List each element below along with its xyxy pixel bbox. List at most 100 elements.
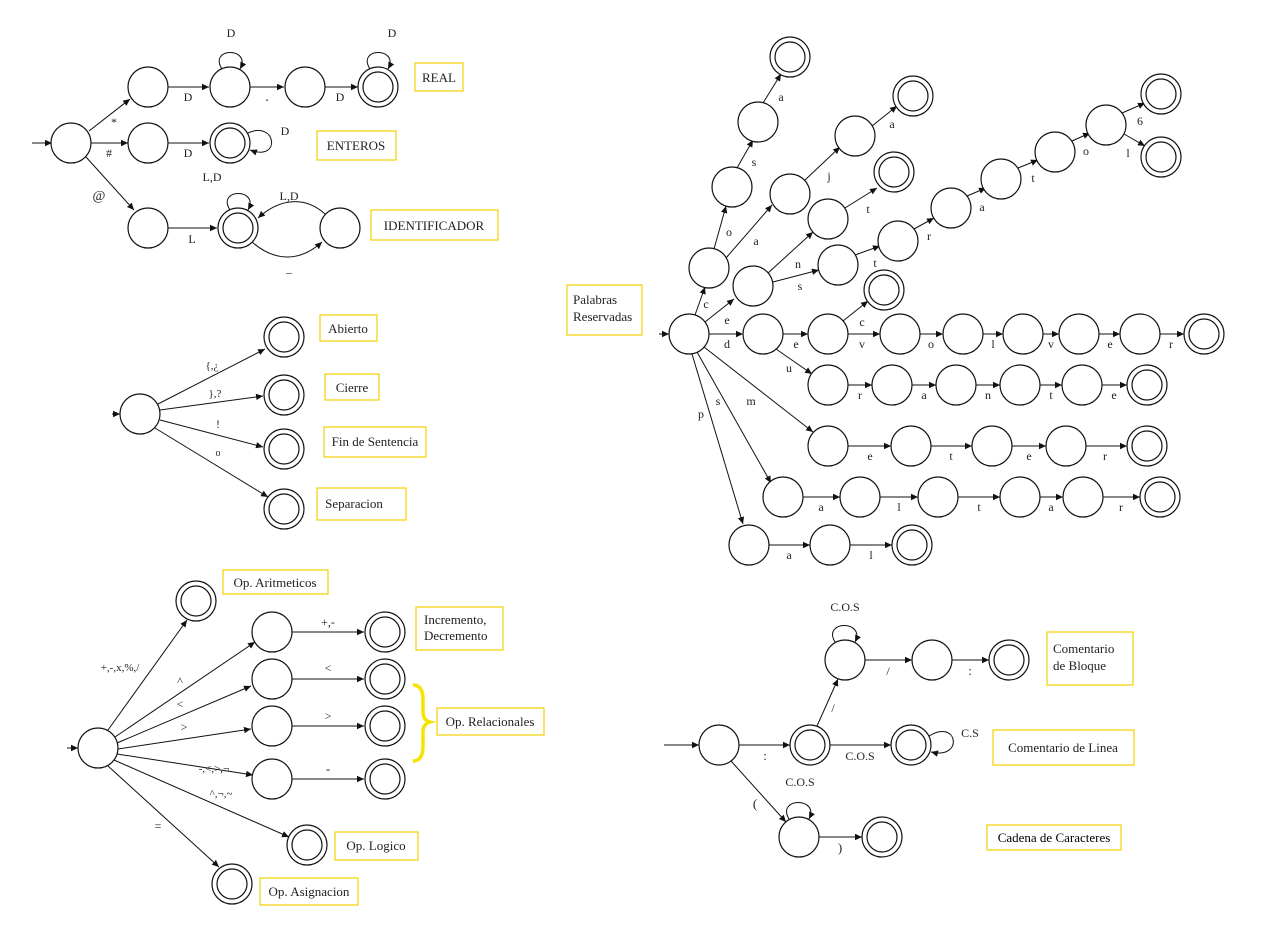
box-separacion <box>316 487 407 521</box>
label-pr-e: e <box>724 313 729 327</box>
state-id-2 <box>319 207 361 249</box>
label-at: @ <box>93 189 106 204</box>
state-pr-dura <box>935 364 977 406</box>
state-start-separators <box>119 393 161 435</box>
box-cierre <box>324 373 380 401</box>
label-pr-j: j <box>826 169 830 183</box>
label-pr-r: r <box>927 229 931 243</box>
state-cm-block-2 <box>911 639 953 681</box>
label-op-caret: ^ <box>177 674 183 688</box>
label-op-eq: = <box>155 819 162 833</box>
state-pr-est <box>877 220 919 262</box>
label-pr-t3: t <box>1031 171 1035 185</box>
box-abierto <box>319 314 378 342</box>
text-op-asignacion: Op. Asignacion <box>269 884 350 899</box>
state-pr-devo <box>942 313 984 355</box>
label-pr-e2: e <box>793 337 798 351</box>
label-pr-s2: s <box>752 155 757 169</box>
state-pr-mete <box>1045 425 1087 467</box>
label-pr-c: c <box>703 297 708 311</box>
text-palabras-1: Palabras <box>573 292 617 307</box>
text-real: REAL <box>422 70 456 85</box>
reserved-words-automaton: Palabras Reservadas c o s a a j a e n <box>566 36 1225 566</box>
label-pr-e5: e <box>867 449 872 463</box>
label-pr-n: n <box>795 257 801 271</box>
label-pr-l3: l <box>897 500 901 514</box>
state-pr-m <box>807 425 849 467</box>
label-pr-s: s <box>716 394 721 408</box>
state-pr-co <box>711 166 753 208</box>
label-sep-o: o <box>216 448 221 459</box>
state-pr-durant <box>1061 364 1103 406</box>
text-incremento-1: Incremento, <box>424 612 486 627</box>
label-pr-t4: t <box>1049 388 1053 402</box>
numbers-automaton: * # @ D D . D D REAL D D ENTEROS L <box>32 26 499 275</box>
box-comentario-linea <box>992 729 1135 766</box>
text-comentario-bloque-2: de Bloque <box>1053 658 1106 673</box>
state-pr-en <box>807 198 849 240</box>
text-enteros: ENTEROS <box>327 138 386 153</box>
label-cm-close: ) <box>838 840 842 855</box>
separators-automaton: {,¿ },? ! o Abierto Cierre Fin de Senten… <box>112 314 427 530</box>
label-pr-v2: v <box>1048 337 1054 351</box>
label-pr-t2: t <box>873 256 877 270</box>
label-real-dot: . <box>265 90 269 105</box>
label-sep-close: },? <box>209 388 222 400</box>
label-pr-r3: r <box>858 388 862 402</box>
state-pr-estra <box>980 158 1022 200</box>
label-pr-t5: t <box>949 449 953 463</box>
label-pr-e4: e <box>1111 388 1116 402</box>
state-real-1 <box>127 66 169 108</box>
state-pr-c <box>688 247 730 289</box>
text-op-aritmeticos: Op. Aritmeticos <box>233 575 316 590</box>
box-incremento <box>415 606 504 651</box>
label-pr-d: d <box>724 337 730 351</box>
state-pr-devolv <box>1058 313 1100 355</box>
state-start-reserved <box>668 313 710 355</box>
state-pr-devolve <box>1119 313 1161 355</box>
label-ent-d: D <box>184 146 193 160</box>
label-pr-a4: a <box>979 200 985 214</box>
label-op-lt: < <box>177 697 184 711</box>
label-pr-n2: n <box>985 388 991 402</box>
state-cm-string <box>778 816 820 858</box>
label-pr-a: a <box>778 90 784 104</box>
label-pr-a8: a <box>786 548 792 562</box>
label-cm-loop2: C.O.S <box>785 775 814 789</box>
label-real-loop1: D <box>227 26 236 40</box>
box-enteros <box>316 130 397 161</box>
label-pr-v: v <box>859 337 865 351</box>
label-pr-r5: r <box>1119 500 1123 514</box>
state-pr-e <box>732 265 774 307</box>
text-op-relacionales: Op. Relacionales <box>446 714 535 729</box>
label-real-loop2: D <box>388 26 397 40</box>
state-pr-dev <box>879 313 921 355</box>
text-op-logico: Op. Logico <box>346 838 405 853</box>
state-ent-1 <box>127 122 169 164</box>
label-sep-open: {,¿ <box>206 360 219 372</box>
label-id-loop: L,D <box>203 170 222 184</box>
state-start-operators <box>77 727 119 769</box>
label-pr-r4: r <box>1103 449 1107 463</box>
label-cm-loop1: C.O.S <box>830 600 859 614</box>
label-id-l: L <box>188 232 195 246</box>
label-op-dash: - <box>326 761 330 776</box>
state-pr-estrato <box>1085 104 1127 146</box>
label-cm-paren: ( <box>753 796 757 811</box>
label-cm-cs: C.S <box>961 726 979 740</box>
state-real-3 <box>284 66 326 108</box>
state-real-2 <box>209 66 251 108</box>
label-pr-o: o <box>726 225 732 239</box>
state-pr-sal <box>917 476 959 518</box>
state-pr-es <box>817 244 859 286</box>
text-cadena-caracteres: Cadena de Caracteres <box>998 830 1111 845</box>
label-pr-l2: l <box>991 337 995 351</box>
state-op-lt-1 <box>251 658 293 700</box>
state-start-comments <box>698 724 740 766</box>
text-comentario-bloque-1: Comentario <box>1053 641 1114 656</box>
operators-automaton: +,-,x,%,/ ^ < > -,<,>,¬ ^,¬,~ = +,- < > … <box>67 569 545 906</box>
state-pr-caj <box>834 115 876 157</box>
state-pr-salt <box>999 476 1041 518</box>
text-identificador: IDENTIFICADOR <box>384 218 485 233</box>
